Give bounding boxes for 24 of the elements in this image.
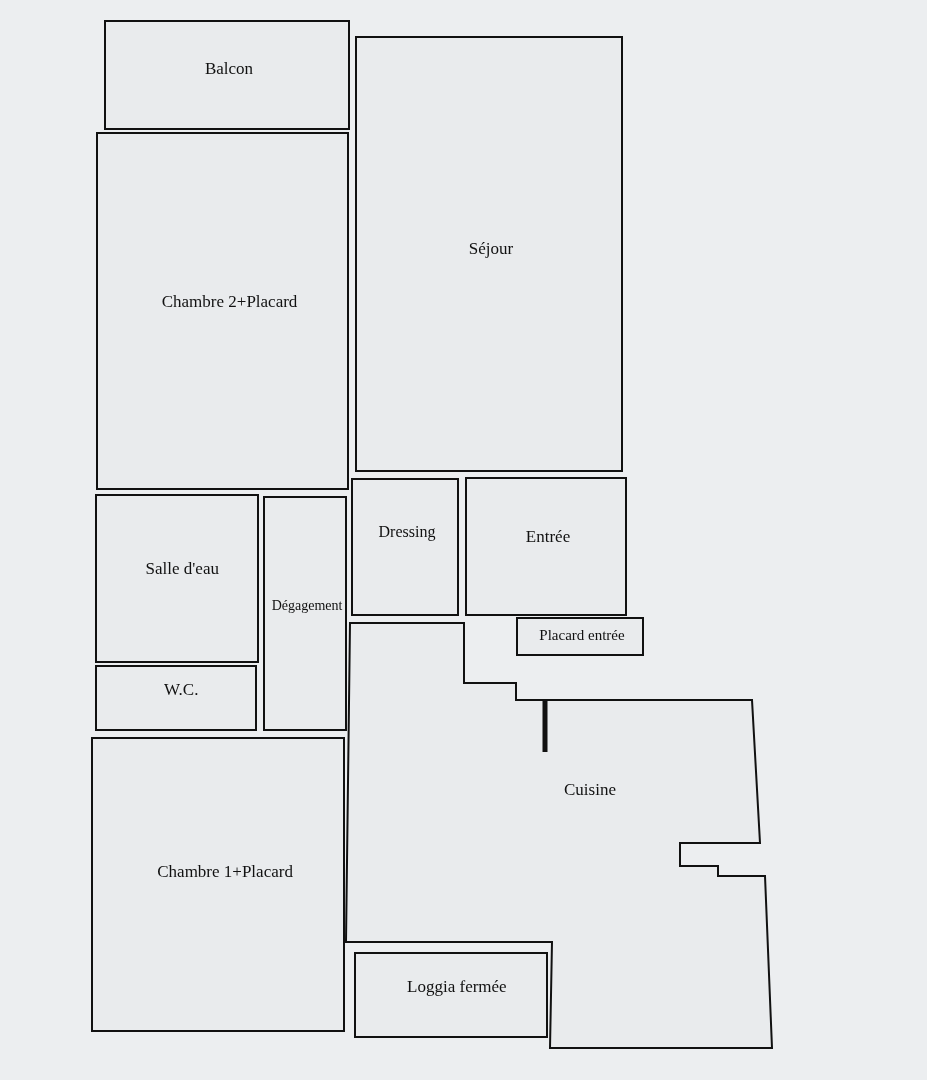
room-outline: [346, 623, 773, 1048]
room-box: [95, 494, 259, 663]
room-box: [263, 496, 347, 731]
room-box: [104, 20, 350, 130]
room-label: Dégagement: [271, 598, 343, 615]
room-label: W.C.: [164, 680, 199, 701]
room-label: Entrée: [525, 527, 571, 548]
room-label: Cuisine: [564, 780, 616, 800]
room-box: [516, 617, 644, 656]
room-box: [91, 737, 345, 1032]
room-label: Loggia fermée: [407, 976, 507, 997]
room-label: Chambre 2+Placard: [161, 292, 298, 313]
room-box: [354, 952, 548, 1038]
room-box: [355, 36, 623, 472]
room-label: Séjour: [468, 239, 514, 260]
room-label: Balcon: [204, 59, 254, 80]
room-box: [465, 477, 627, 616]
room-label: Dressing: [378, 523, 436, 542]
room-label: Salle d'eau: [145, 558, 219, 579]
room-box: [96, 132, 349, 490]
room-label: Chambre 1+Placard: [157, 861, 293, 882]
room-box: [95, 665, 257, 731]
room-box: [351, 478, 459, 616]
room-label: Placard entrée: [539, 626, 625, 644]
